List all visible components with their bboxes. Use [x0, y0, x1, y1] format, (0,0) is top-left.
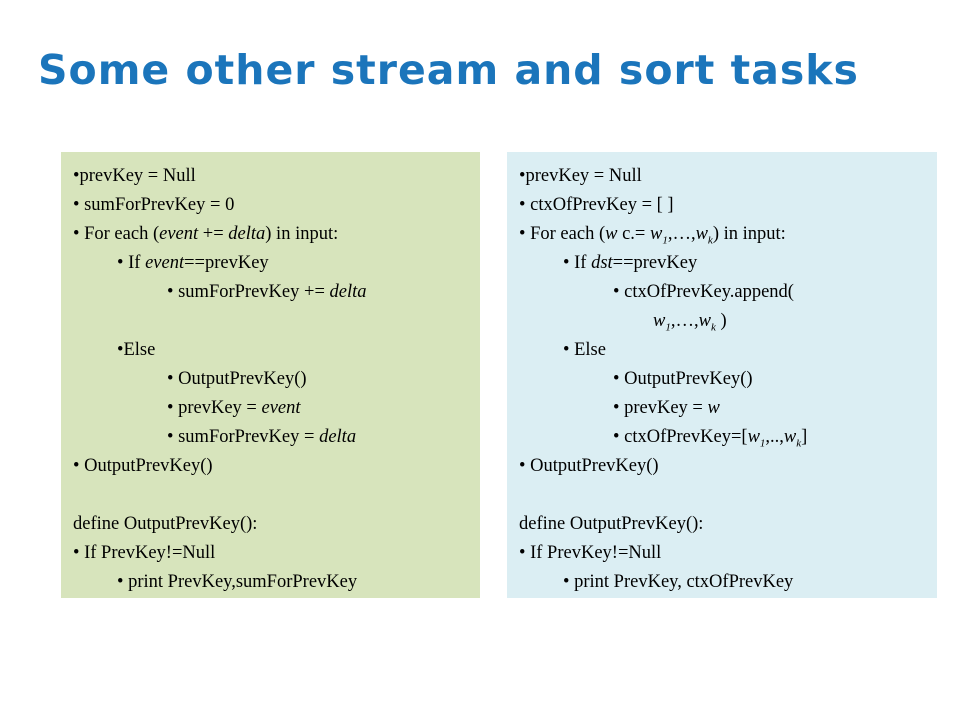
right-line-12-text: define OutputPrevKey():: [519, 514, 704, 534]
right-line-10: • ctxOfPrevKey=[w1,..,wk]: [613, 427, 808, 450]
left-line-8-event: event: [261, 398, 301, 418]
left-line-11: define OutputPrevKey():: [61, 510, 480, 539]
right-line-8: • OutputPrevKey(): [613, 369, 753, 389]
right-line-10-prefix: ctxOfPrevKey=[: [624, 427, 748, 447]
left-line-10-text: OutputPrevKey(): [84, 456, 213, 476]
right-line-9-prefix: prevKey =: [624, 398, 708, 418]
right-code-box: •prevKey = Null • ctxOfPrevKey = [ ] • F…: [507, 152, 937, 598]
left-line-13-text: print PrevKey,sumForPrevKey: [128, 572, 358, 592]
left-line-9-delta: delta: [319, 427, 357, 447]
right-blank-line: [507, 481, 937, 510]
right-line-10-subk: k: [796, 437, 802, 450]
left-line-1-text: prevKey = Null: [79, 166, 196, 186]
right-line-6-dots: ,…,: [670, 311, 699, 331]
right-line-5-text: ctxOfPrevKey.append(: [624, 282, 794, 302]
left-line-8: • prevKey = event: [167, 398, 301, 418]
left-line-4-suffix: ==prevKey: [184, 253, 269, 273]
right-line-6-subk: k: [710, 321, 716, 334]
right-line-2: • ctxOfPrevKey = [ ]: [519, 195, 674, 215]
left-line-6: •Else: [117, 340, 156, 360]
right-line-3-w: w: [605, 224, 618, 244]
left-blank-line: [61, 307, 480, 336]
right-line-1-text: prevKey = Null: [525, 166, 642, 186]
right-line-7: • Else: [563, 340, 606, 360]
left-line-5-delta: delta: [329, 282, 367, 302]
right-line-13-text: If PrevKey!=Null: [530, 543, 662, 563]
right-line-3-sub1: 1: [662, 234, 668, 247]
left-line-3-delta: delta: [228, 224, 266, 244]
right-line-3-prefix: For each (: [530, 224, 606, 244]
right-line-9: • prevKey = w: [613, 398, 720, 418]
left-line-7-text: OutputPrevKey(): [178, 369, 307, 389]
left-line-12: • If PrevKey!=Null: [73, 543, 216, 563]
left-line-4: • If event==prevKey: [117, 253, 269, 273]
left-line-9-prefix: sumForPrevKey =: [178, 427, 320, 447]
right-line-9-w: w: [707, 398, 720, 418]
left-line-13: • print PrevKey,sumForPrevKey: [117, 572, 358, 592]
slide-title: Some other stream and sort tasks: [38, 46, 859, 94]
left-line-5-prefix: sumForPrevKey +=: [178, 282, 330, 302]
left-line-3-suffix: ) in input:: [265, 224, 339, 244]
right-line-1: •prevKey = Null: [519, 166, 642, 186]
left-line-7: • OutputPrevKey(): [167, 369, 307, 389]
left-line-3: • For each (event += delta) in input:: [73, 224, 339, 244]
right-line-10-dots: ,..,: [765, 427, 784, 447]
left-code-box: •prevKey = Null • sumForPrevKey = 0 • Fo…: [61, 152, 480, 598]
left-line-2-text: sumForPrevKey = 0: [84, 195, 235, 215]
right-line-3-wk: w: [695, 224, 708, 244]
right-line-4-dst: dst: [591, 253, 613, 273]
right-line-3-c: c.=: [617, 224, 650, 244]
right-line-6: w1,…,wk ): [507, 307, 937, 336]
right-line-10-w1: w: [747, 427, 760, 447]
right-line-11: • OutputPrevKey(): [519, 456, 659, 476]
left-line-3-prefix: For each (: [84, 224, 160, 244]
right-line-2-text: ctxOfPrevKey = [ ]: [530, 195, 674, 215]
right-line-10-sub1: 1: [759, 437, 766, 450]
right-line-3-subk: k: [707, 234, 713, 247]
right-line-8-text: OutputPrevKey(): [624, 369, 753, 389]
right-line-14-text: print PrevKey, ctxOfPrevKey: [574, 572, 794, 592]
right-line-6-close: ): [715, 311, 727, 331]
left-line-5: • sumForPrevKey += delta: [167, 282, 367, 302]
left-line-12-text: If PrevKey!=Null: [84, 543, 216, 563]
left-line-3-op: +=: [198, 224, 229, 244]
left-line-9: • sumForPrevKey = delta: [167, 427, 357, 447]
right-line-3-dots: ,…,: [667, 224, 696, 244]
left-line-4-prefix: If: [128, 253, 146, 273]
left-line-3-event: event: [159, 224, 199, 244]
right-line-3-suffix: ) in input:: [712, 224, 786, 244]
right-line-12: define OutputPrevKey():: [507, 510, 937, 539]
left-line-11-text: define OutputPrevKey():: [73, 514, 258, 534]
right-line-3-w1: w: [649, 224, 663, 244]
left-line-1: •prevKey = Null: [73, 166, 196, 186]
right-line-5: • ctxOfPrevKey.append(: [613, 282, 794, 302]
right-line-14: • print PrevKey, ctxOfPrevKey: [563, 572, 794, 592]
right-line-4-prefix: If: [574, 253, 592, 273]
right-line-11-text: OutputPrevKey(): [530, 456, 659, 476]
right-line-7-text: Else: [574, 340, 606, 360]
left-blank-line-2: [61, 481, 480, 510]
right-line-6-wk: w: [698, 311, 711, 331]
left-line-10: • OutputPrevKey(): [73, 456, 213, 476]
right-line-10-wk: w: [783, 427, 797, 447]
right-line-10-suffix: ]: [801, 427, 808, 447]
right-line-3: • For each (w c.= w1,…,wk) in input:: [519, 224, 786, 247]
left-line-6-text: Else: [123, 340, 156, 360]
left-line-8-prefix: prevKey =: [178, 398, 262, 418]
right-line-4-suffix: ==prevKey: [612, 253, 698, 273]
right-line-6-w1: w: [653, 311, 666, 331]
right-line-4: • If dst==prevKey: [563, 253, 698, 273]
right-line-6-sub1: 1: [665, 321, 671, 334]
left-line-4-event: event: [145, 253, 185, 273]
left-line-2: • sumForPrevKey = 0: [73, 195, 235, 215]
right-line-13: • If PrevKey!=Null: [519, 543, 662, 563]
